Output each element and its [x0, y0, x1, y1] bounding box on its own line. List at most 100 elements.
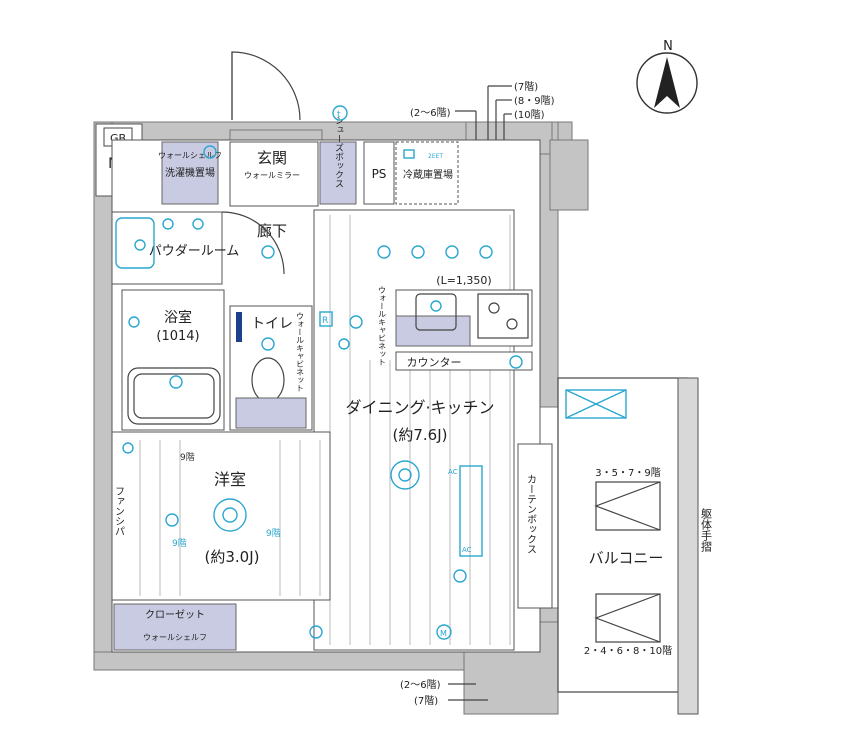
- m-symbol-icon: [436, 624, 452, 640]
- fan-ship-label: ファンシパ: [113, 486, 125, 536]
- counter: [395, 351, 533, 371]
- towel-bar-icon: [236, 312, 242, 342]
- shoes-box: [319, 141, 357, 205]
- kitchen-sink-icon: [415, 293, 457, 331]
- kitchen-light-a: [377, 245, 391, 259]
- bath-size-label: (1014): [156, 329, 199, 344]
- floor-notes: [448, 85, 512, 701]
- compass: N: [636, 39, 698, 114]
- toilet-light-icon: [261, 337, 275, 351]
- fridge-space: [395, 141, 459, 205]
- floor-9-note-b: 9階: [266, 528, 281, 539]
- gas-symbol: 2EET: [428, 153, 443, 160]
- m-symbol-label: M: [440, 629, 447, 638]
- dining-outlet-a: [349, 315, 363, 329]
- evac-hatch-bottom-mark: [594, 593, 661, 643]
- closet-outlet-icon: [309, 625, 323, 639]
- floor-7-top-label: (7階): [514, 81, 538, 93]
- bathroom: [121, 289, 225, 431]
- dining-light-inner: [398, 468, 412, 482]
- balcony-floors-top-label: 3・5・7・9階: [595, 467, 660, 479]
- dining-light-icon: [390, 460, 420, 490]
- light-icon-a: [162, 218, 174, 230]
- north-arrow-icon: [654, 57, 680, 108]
- washbasin-icon: [115, 217, 155, 269]
- t-symbol-label: t: [337, 110, 341, 120]
- western-light-inner: [222, 507, 238, 523]
- entrance-label: 玄関: [257, 149, 287, 167]
- bath-light-icon: [128, 316, 140, 328]
- r-symbol-box: [319, 311, 333, 327]
- faucet-icon: [134, 239, 146, 251]
- toilet-shelf: [235, 397, 307, 429]
- ac-label-bottom: AC: [462, 546, 472, 554]
- floor-8-9-top-label: (8・9階): [514, 95, 555, 107]
- western-light-icon: [213, 498, 247, 532]
- wall-mirror-label: ウォールミラー: [244, 171, 300, 180]
- western-outlet-icon: [165, 513, 179, 527]
- kitchen-faucet-icon: [430, 300, 442, 312]
- outdoor-unit-icon: [565, 389, 627, 419]
- dining-outlet-b: [338, 338, 350, 350]
- powder-room-label: パウダールーム: [149, 244, 240, 259]
- t-symbol-icon: [332, 105, 348, 121]
- curtain-box: [517, 443, 553, 609]
- western-room-label: 洋室: [214, 470, 246, 489]
- western-sensor-icon: [122, 442, 134, 454]
- wall-cabinet-left-label: ウォールキャビネット: [296, 312, 305, 392]
- bath-drain-icon: [169, 375, 183, 389]
- balcony-floors-bottom-label: 2・4・6・8・10階: [584, 645, 672, 657]
- kitchen-length-label: (L=1,350): [436, 274, 491, 287]
- counter-label: カウンター: [407, 356, 462, 369]
- frame-rail-label: 躯体手摺: [700, 508, 713, 553]
- frame-rail: [677, 377, 699, 715]
- burner-a-icon: [488, 302, 500, 314]
- fridge-space-label: 冷蔵庫置場: [403, 168, 453, 181]
- right-column: [549, 139, 589, 211]
- fridge-outlet-icon: [403, 149, 415, 159]
- evac-hatch-top-mark: [594, 481, 661, 531]
- kitchen-light-c: [445, 245, 459, 259]
- outdoor-unit-x2: [565, 389, 627, 419]
- curtain-box-label: カーテンボックス: [525, 474, 537, 554]
- kitchen-light-b: [411, 245, 425, 259]
- ps-label: PS: [372, 167, 387, 181]
- hallway-door-icon: [221, 211, 285, 275]
- entrance-area: [229, 141, 319, 207]
- dining-kitchen-label: ダイニング·キッチン: [345, 398, 494, 417]
- entrance-door-icon: [231, 51, 301, 121]
- compass-north-letter: N: [663, 39, 673, 54]
- washer-space-label: 洗濯機置場: [165, 166, 215, 179]
- ac-label-top: AC: [448, 468, 458, 476]
- floor-7-bottom-label: (7階): [414, 695, 438, 707]
- left-wall: [93, 121, 113, 671]
- closet: [113, 603, 237, 651]
- hallway-light-icon: [261, 245, 275, 259]
- kitchen-light-d: [479, 245, 493, 259]
- counter-outlet-icon: [509, 355, 523, 369]
- western-floor-lines: [139, 440, 321, 596]
- washer-space: [161, 141, 219, 205]
- floor-2-6-top-label: (2〜6階): [410, 107, 451, 119]
- hallway-label: 廊下: [257, 222, 287, 240]
- balcony-label: バルコニー: [589, 549, 664, 567]
- floor-10-top-label: (10階): [514, 109, 545, 121]
- toilet-label: トイレ: [251, 316, 293, 332]
- r-symbol-label: R: [322, 316, 328, 326]
- closet-label: クローゼット: [145, 609, 205, 621]
- western-size-label: (約3.0J): [205, 548, 260, 566]
- shoes-box-label: シューズボックス: [333, 116, 344, 188]
- ac-unit-icon: [459, 465, 483, 557]
- dining-outlet-c: [453, 569, 467, 583]
- western-room: [111, 431, 331, 601]
- bathtub-icon: [127, 367, 221, 425]
- floor-9-note-c: 9階: [172, 538, 187, 549]
- washer-outlet-icon: [203, 145, 217, 159]
- burner-b-icon: [506, 318, 518, 330]
- cooktop-icon: [477, 293, 529, 339]
- dining-size-label: (約7.6J): [393, 426, 448, 444]
- wall-shelf-top-label: ウォールシェルフ: [158, 151, 222, 160]
- floor-2-6-bottom-label: (2〜6階): [400, 679, 441, 691]
- wall-shelf-bottom-label: ウォールシェルフ: [143, 633, 207, 642]
